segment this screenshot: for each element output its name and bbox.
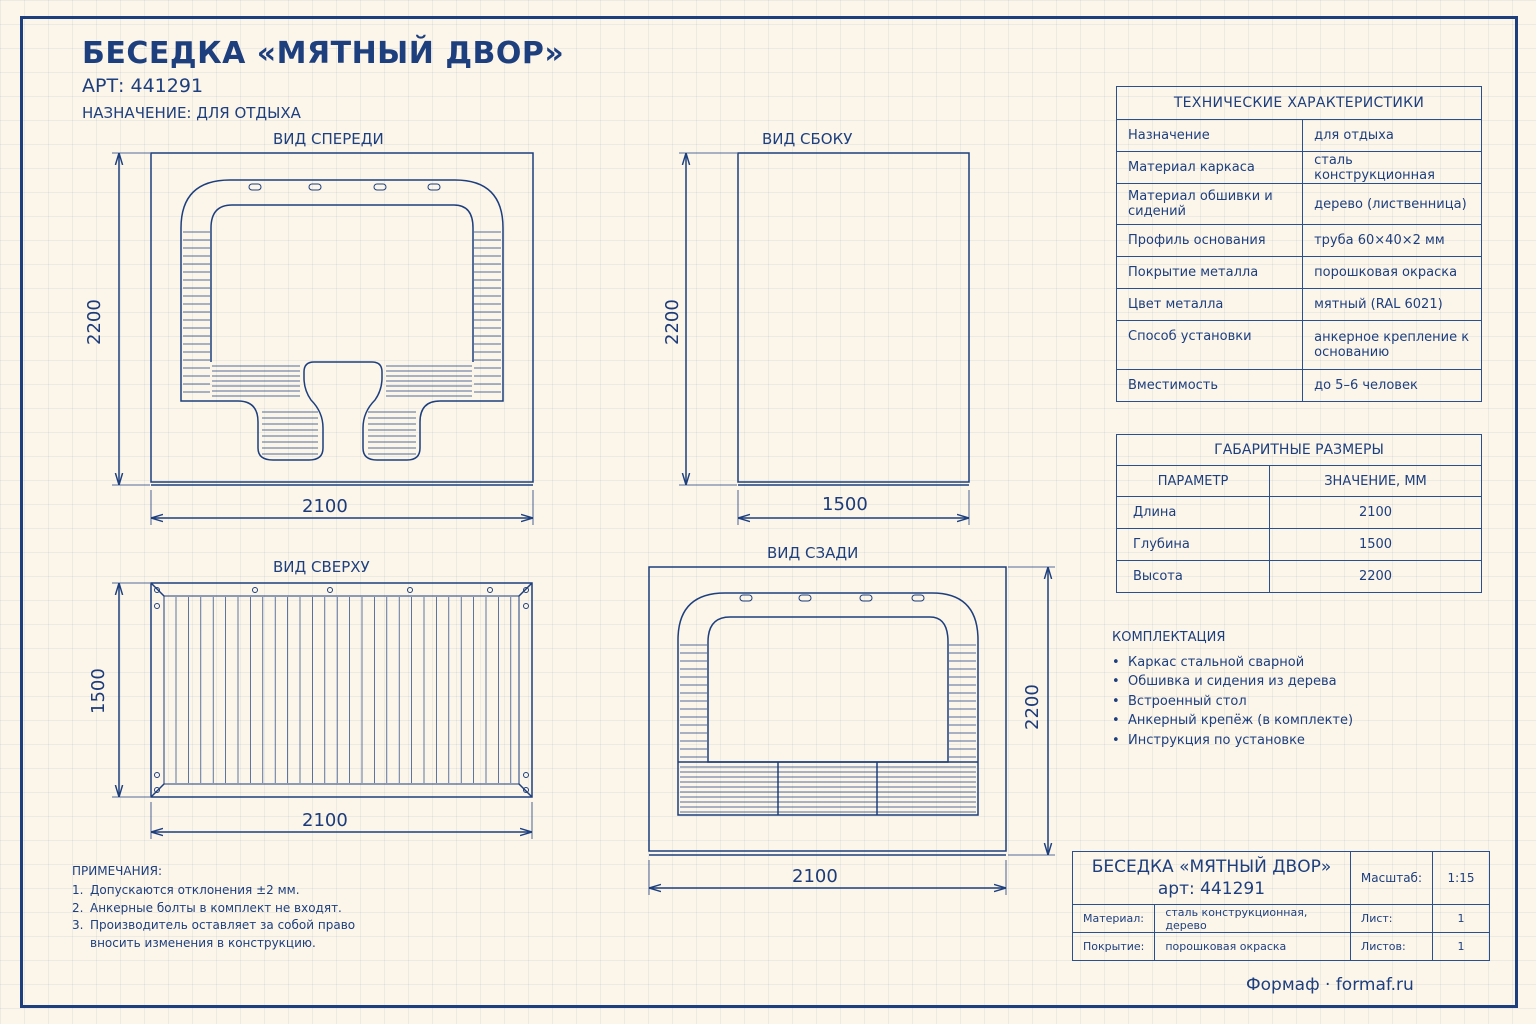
bolt-mark: [523, 787, 529, 793]
footer-brand[interactable]: Формаф · formaf.ru: [1246, 975, 1414, 995]
title-block: БЕСЕДКА «МЯТНЫЙ ДВОР»арт: 441291 Масштаб…: [1071, 851, 1490, 961]
side-width-value: 1500: [822, 494, 868, 515]
purpose-line: НАЗНАЧЕНИЕ: ДЛЯ ОТДЫХА: [82, 104, 301, 122]
list-item: Каркас стальной сварной: [1112, 655, 1353, 674]
drawing-frame: [20, 16, 1518, 1008]
back-view-drawing: [648, 566, 1007, 856]
list-item: 3.Производитель оставляет за собой право…: [72, 918, 356, 950]
page-title: БЕСЕДКА «МЯТНЫЙ ДВОР»: [82, 36, 565, 71]
roof-vent-mark: [308, 183, 322, 191]
roof-vent-mark: [739, 594, 753, 602]
roof-vent-mark: [859, 594, 873, 602]
side-height-value: 2200: [662, 299, 683, 345]
bolt-mark: [154, 603, 160, 609]
roof-vent-mark: [248, 183, 262, 191]
roof-vent-mark: [911, 594, 925, 602]
bolt-mark: [523, 772, 529, 778]
tech-specs-title: ТЕХНИЧЕСКИЕ ХАРАКТЕРИСТИКИ: [1116, 86, 1482, 120]
bolt-mark: [523, 603, 529, 609]
kit-list: Каркас стальной сварной Обшивка и сидени…: [1112, 655, 1353, 752]
list-item: Анкерный крепёж (в комплекте): [1112, 713, 1353, 732]
top-view-label: ВИД СВЕРХУ: [273, 558, 370, 576]
roof-vent-mark: [427, 183, 441, 191]
bolt-mark: [327, 587, 333, 593]
bolt-mark: [154, 787, 160, 793]
list-item: 2.Анкерные болты в комплект не входят.: [72, 900, 342, 915]
kit-title: КОМПЛЕКТАЦИЯ: [1112, 630, 1226, 645]
bolt-mark: [252, 587, 258, 593]
top-depth-value: 1500: [88, 668, 109, 714]
bolt-mark: [487, 587, 493, 593]
dimensions-title: ГАБАРИТНЫЕ РАЗМЕРЫ: [1116, 434, 1482, 466]
list-item: Встроенный стол: [1112, 694, 1353, 713]
bolt-mark: [154, 772, 160, 778]
front-view-label: ВИД СПЕРЕДИ: [273, 130, 384, 148]
dimensions-col-value: ЗНАЧЕНИЕ, ММ: [1269, 465, 1482, 497]
notes-list: 1.Допускаются отклонения ±2 мм. 2.Анкерн…: [72, 882, 360, 952]
front-height-value: 2200: [84, 299, 105, 345]
side-view-label: ВИД СБОКУ: [762, 130, 853, 148]
back-height-value: 2200: [1022, 684, 1043, 730]
front-width-value: 2100: [302, 496, 348, 517]
top-view-drawing: [150, 582, 533, 798]
roof-vent-mark: [373, 183, 387, 191]
list-item: 1.Допускаются отклонения ±2 мм.: [72, 883, 300, 897]
notes-title: ПРИМЕЧАНИЯ:: [72, 864, 162, 878]
back-width-value: 2100: [792, 866, 838, 887]
dimensions-col-param: ПАРАМЕТР: [1116, 465, 1270, 497]
side-view-drawing: [737, 152, 970, 486]
list-item: Обшивка и сидения из дерева: [1112, 674, 1353, 693]
bolt-mark: [407, 587, 413, 593]
article-number: АРТ: 441291: [82, 75, 204, 97]
front-view-drawing: [150, 152, 534, 486]
roof-vent-mark: [798, 594, 812, 602]
top-width-value: 2100: [302, 810, 348, 831]
bolt-mark: [154, 587, 160, 593]
bolt-mark: [523, 587, 529, 593]
title-block-name: БЕСЕДКА «МЯТНЫЙ ДВОР»арт: 441291: [1072, 851, 1351, 905]
back-view-label: ВИД СЗАДИ: [767, 544, 859, 562]
list-item: Инструкция по установке: [1112, 733, 1353, 752]
